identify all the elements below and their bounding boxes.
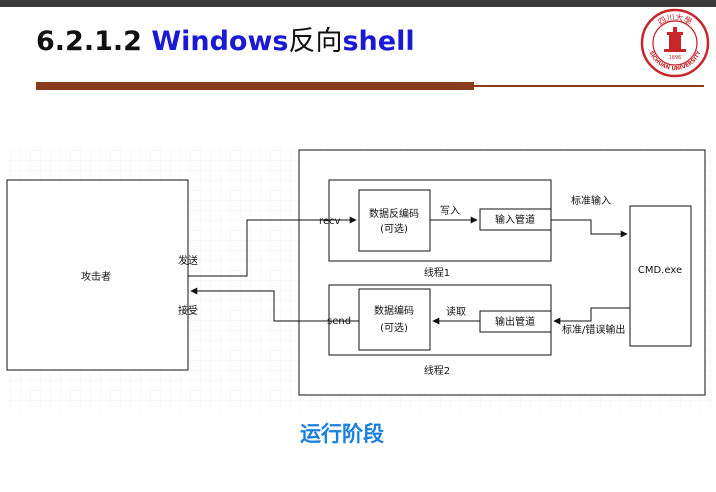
decode-optional: (可选) — [380, 222, 408, 235]
slide-title: 6.2.1.2 Windows反向shell — [36, 22, 415, 62]
logo-year: 1896 — [669, 55, 682, 61]
pipe-to-cmd-arrow — [551, 219, 628, 238]
encode-box — [358, 288, 431, 351]
write-label: 写入 — [440, 205, 460, 217]
decode-label: 数据反编码 — [369, 207, 419, 220]
recv-label: recv — [319, 216, 341, 227]
thread1-caption: 线程1 — [424, 266, 450, 279]
send-label: 发送 — [178, 254, 198, 267]
read-label: 读取 — [446, 305, 466, 318]
input-pipe-label: 输入管道 — [495, 213, 535, 226]
send-to-attacker-arrow — [190, 287, 359, 322]
thread2-caption: 线程2 — [424, 364, 450, 377]
cmd-label: CMD.exe — [638, 265, 682, 276]
title-underline-thin — [474, 85, 704, 87]
encode-optional: (可选) — [380, 321, 408, 334]
title-underline-thick — [36, 82, 474, 90]
stdin-label: 标准输入 — [571, 194, 611, 207]
encode-label: 数据编码 — [374, 304, 414, 317]
cmd-box — [629, 205, 692, 347]
title-windows: Windows — [151, 26, 289, 57]
top-bar — [0, 0, 716, 7]
send-to-recv-arrow — [188, 216, 357, 277]
building-icon — [664, 27, 686, 52]
stage-caption: 运行阶段 — [300, 422, 384, 446]
stdout-label: 标准/错误输出 — [562, 323, 625, 336]
title-reverse: 反向 — [288, 26, 343, 57]
university-seal-logo: 四川大學 SICHUAN UNIVERSITY 1896 — [640, 8, 710, 78]
recv-label-attacker: 接受 — [178, 304, 198, 317]
cmd-to-pipe-arrow — [553, 307, 630, 325]
title-number: 6.2.1.2 — [36, 26, 152, 57]
reverse-shell-diagram: 攻击者 发送 接受 数据反编码 (可选) 输入管道 写入 线程1 recv 数据… — [6, 146, 712, 410]
attacker-box — [6, 179, 189, 371]
title-shell: shell — [342, 26, 415, 57]
attacker-label: 攻击者 — [81, 270, 111, 283]
output-pipe-label: 输出管道 — [495, 315, 535, 328]
decode-box — [358, 189, 431, 252]
